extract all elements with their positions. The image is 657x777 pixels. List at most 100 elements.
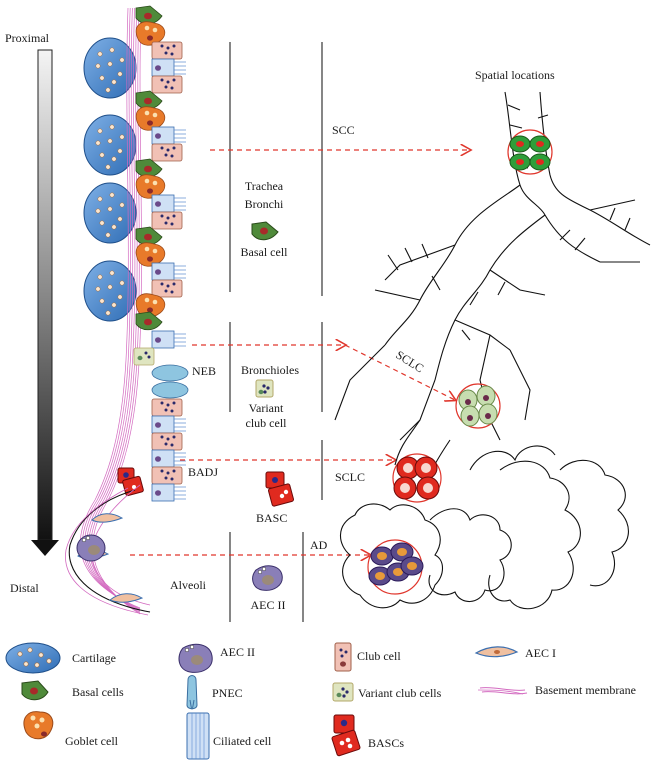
legend: Cartilage AEC II Club cell AEC I Basal (5, 642, 636, 760)
variant-club-line2: club cell (246, 416, 288, 430)
aec2-cell-airway (76, 534, 106, 562)
sclc-variant-tumor-cell (478, 403, 498, 425)
aec2-icon (252, 565, 283, 591)
scc-tumor-cell (529, 135, 551, 153)
sclc-variant-tumor-cluster (455, 383, 501, 429)
goblet-cell (135, 174, 166, 199)
club-cell (151, 466, 183, 485)
legend-ciliated-cell-label: Ciliated cell (213, 734, 272, 748)
legend-bascs-label: BASCs (368, 736, 404, 750)
legend-basement-membrane-label: Basement membrane (535, 683, 636, 697)
ciliated-cell (151, 262, 186, 281)
proximal-label: Proximal (5, 31, 50, 45)
pnec-cell (151, 381, 189, 399)
basc-label: BASC (256, 511, 287, 525)
sclc-basc-tumor-cell (414, 456, 438, 480)
scc-tumor-cell (509, 153, 531, 171)
trachea-label: Trachea (245, 179, 284, 193)
cartilage-ring (83, 182, 137, 244)
legend-cartilage-label: Cartilage (72, 651, 116, 665)
scc-label: SCC (332, 123, 355, 137)
cartilage-column (83, 37, 137, 322)
sclc-variant-tumor-cell (460, 405, 480, 427)
legend-variant-club: Variant club cells (332, 682, 442, 702)
legend-club-cell: Club cell (334, 642, 401, 672)
club-cell (151, 143, 183, 162)
legend-aec2: AEC II (178, 643, 255, 673)
club-cell (151, 432, 183, 451)
origin-arrows (130, 150, 470, 555)
badj-label: BADJ (188, 465, 218, 479)
variant-club-cell-icon (255, 379, 274, 398)
legend-club-cell-label: Club cell (357, 649, 401, 663)
legend-basal-cells: Basal cells (21, 680, 124, 701)
sclc-basc-tumor-cell (393, 476, 417, 500)
ad-tumor-cell (400, 556, 424, 576)
scc-tumor-cell (509, 135, 531, 153)
airway-epithelium (117, 5, 189, 502)
sclc-variant-tumor-cell (476, 385, 496, 407)
basal-cell (135, 90, 163, 110)
basal-cell (135, 158, 163, 178)
legend-goblet-cell: Goblet cell (23, 711, 119, 748)
goblet-cell (135, 242, 166, 267)
bronchi-label: Bronchi (245, 197, 284, 211)
alveoli-label: Alveoli (170, 578, 207, 592)
column-separators (229, 42, 323, 622)
ciliated-cell (151, 449, 186, 468)
club-cell (151, 75, 183, 94)
sclc-basc-tumor-cell (416, 476, 440, 500)
ciliated-cell (151, 58, 186, 77)
distal-label: Distal (10, 581, 39, 595)
club-cell (151, 211, 183, 230)
legend-bascs: BASCs (331, 714, 404, 757)
sclc-region-label: SCLC (393, 348, 426, 376)
ciliated-cell (151, 415, 186, 434)
bronchioles-label: Bronchioles (241, 363, 299, 377)
goblet-cell (135, 106, 166, 131)
pnec-cell (151, 364, 189, 382)
basc-icon (265, 471, 295, 507)
ciliated-cell (151, 330, 186, 349)
variant-cell (133, 347, 155, 366)
bronchial-tree (334, 91, 651, 441)
legend-basal-cells-label: Basal cells (72, 685, 124, 699)
ciliated-cell (151, 194, 186, 213)
ad-tumor-cell (390, 542, 414, 562)
cartilage-ring (83, 114, 137, 176)
basal-cell-icon (251, 221, 279, 241)
legend-aec1: AEC I (474, 646, 556, 660)
legend-goblet-cell-label: Goblet cell (65, 734, 119, 748)
legend-basement-membrane: Basement membrane (477, 683, 636, 697)
cartilage-ring (83, 260, 137, 322)
proximal-distal-arrow (31, 49, 59, 556)
club-cell (151, 398, 183, 417)
ad-label: AD (310, 538, 328, 552)
basal-cell (135, 5, 163, 25)
legend-pnec-label: PNEC (212, 686, 243, 700)
goblet-cell (135, 21, 166, 46)
legend-cartilage: Cartilage (5, 642, 116, 674)
scc-tumor-cluster (507, 129, 553, 175)
ciliated-cell (151, 126, 186, 145)
aec2-label: AEC II (251, 598, 286, 612)
legend-ciliated-cell: Ciliated cell (186, 712, 272, 760)
sclc-airway-label: SCLC (335, 470, 365, 484)
basal-cell (135, 226, 163, 246)
legend-pnec: PNEC (186, 675, 243, 710)
legend-aec1-label: AEC I (525, 646, 556, 660)
basal-cell (135, 311, 163, 331)
basc-cells-airway (117, 467, 144, 497)
spatial-locations-title: Spatial locations (475, 68, 555, 82)
goblet-cell (135, 293, 166, 318)
basal-cell-label: Basal cell (241, 245, 289, 259)
club-cell (151, 41, 183, 60)
alveolar-epithelium (65, 484, 151, 616)
cartilage-ring (83, 37, 137, 99)
ad-tumor-cluster (367, 539, 424, 595)
ciliated-cell (151, 483, 186, 502)
ad-tumor-cell (370, 546, 394, 566)
legend-variant-club-label: Variant club cells (358, 686, 442, 700)
